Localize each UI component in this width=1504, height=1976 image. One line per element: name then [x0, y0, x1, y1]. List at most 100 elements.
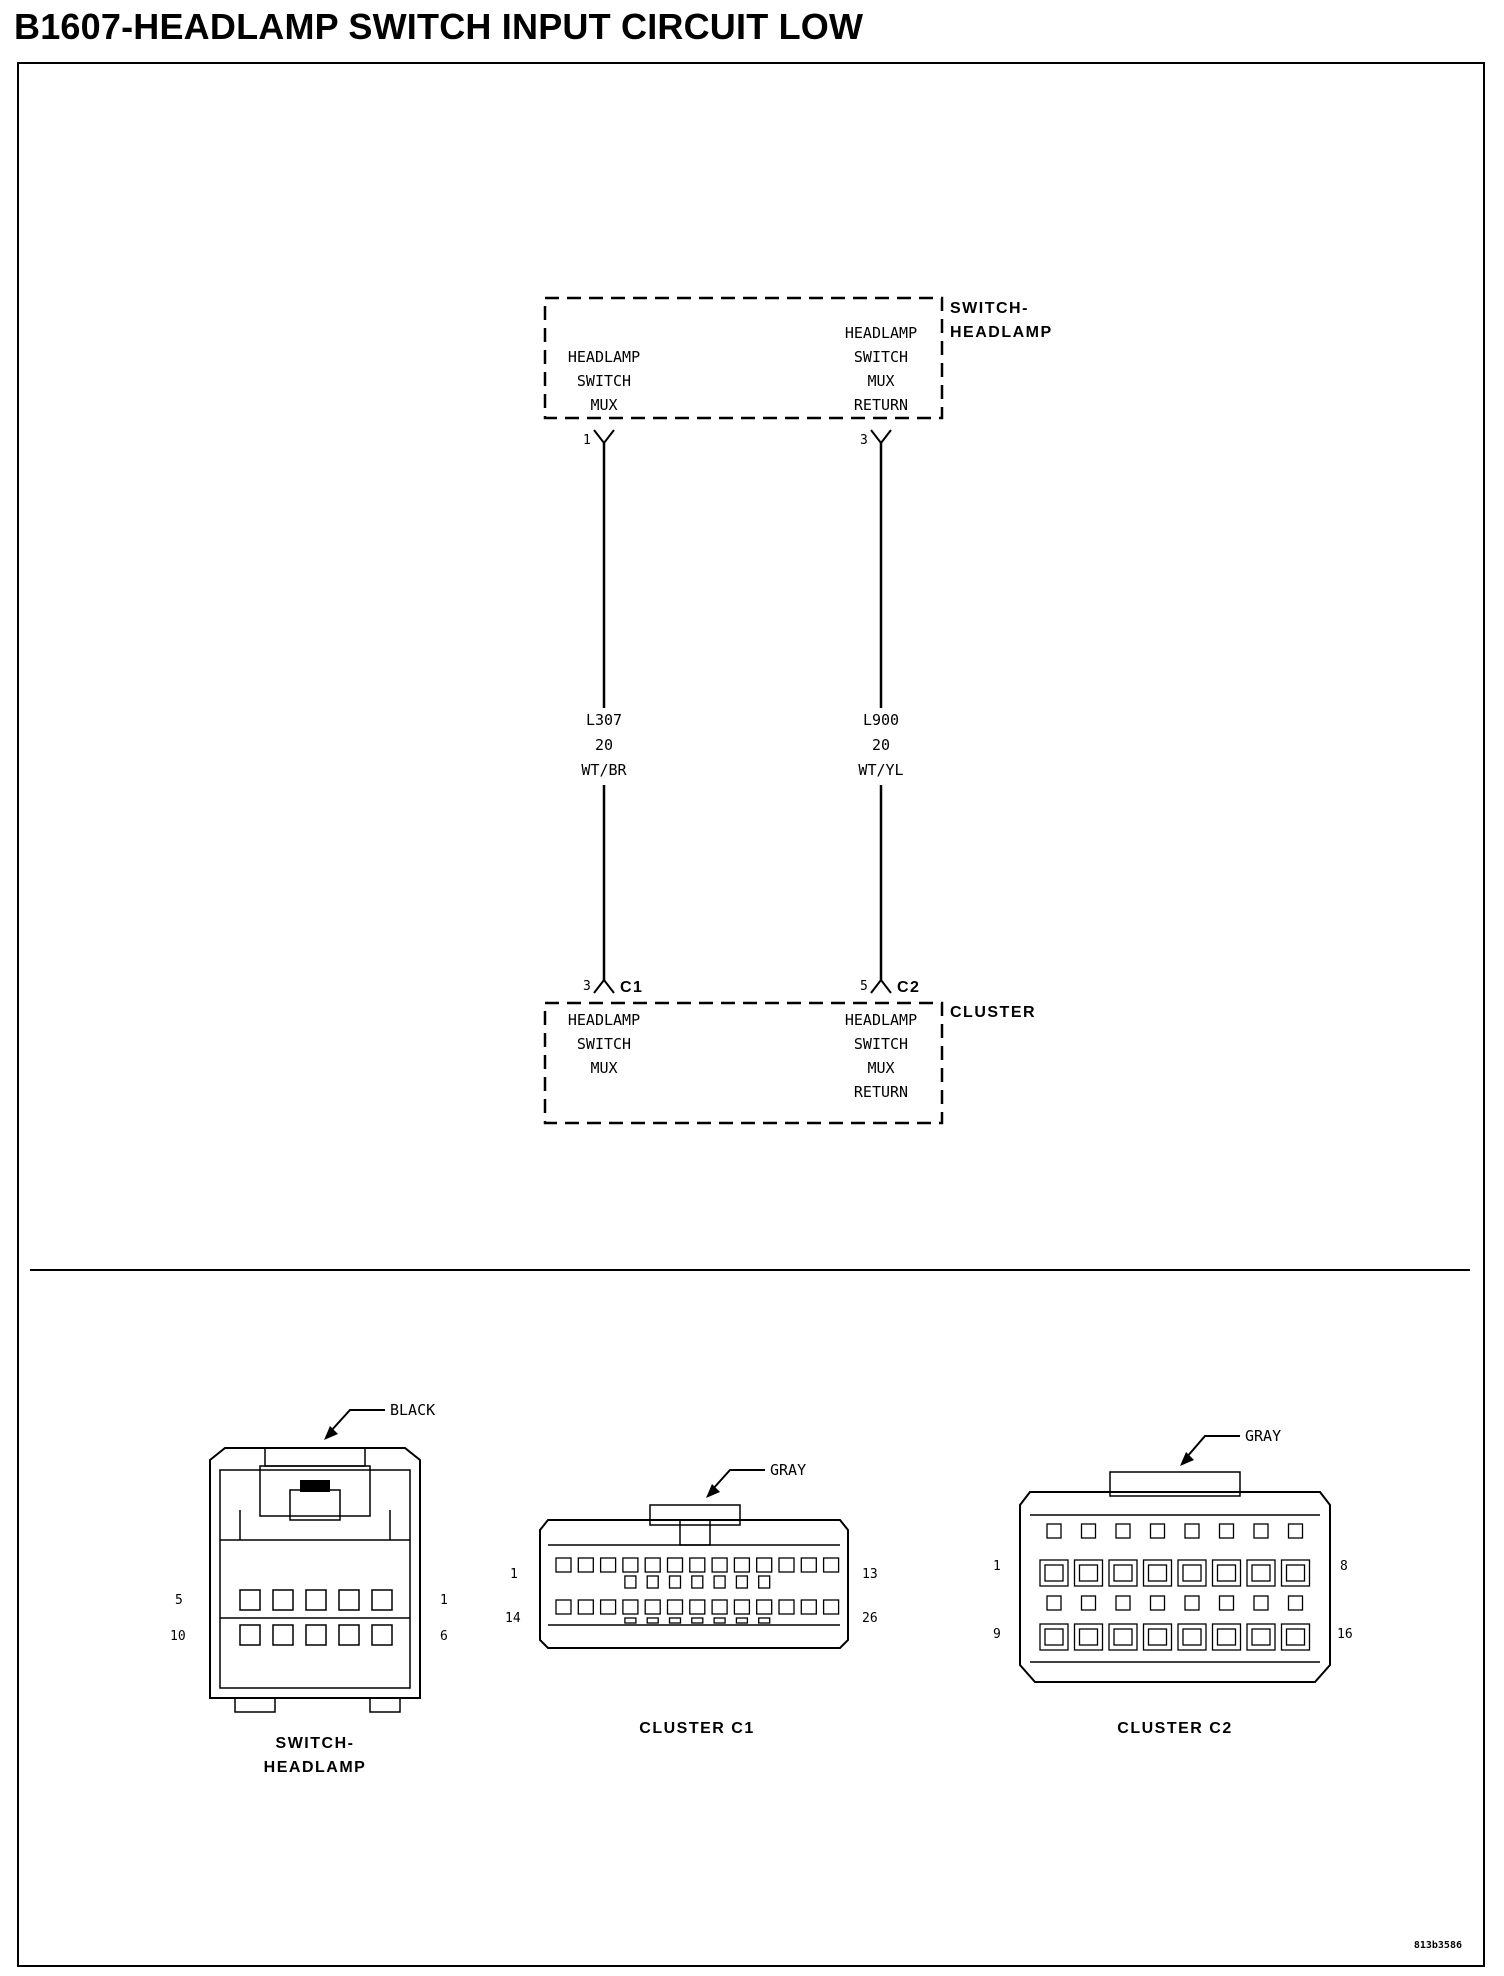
switch-headlamp-name-line1: SWITCH- — [950, 300, 1029, 317]
switch-headlamp-name-line2: HEADLAMP — [950, 324, 1053, 341]
pin-cavity — [1078, 1564, 1099, 1582]
pin-cavity — [1115, 1523, 1131, 1539]
pin-cavity — [1177, 1559, 1207, 1587]
terminal-label: MUX — [590, 1059, 617, 1077]
pin-cavity — [1080, 1523, 1097, 1539]
pin-cavity — [1142, 1559, 1173, 1587]
pin-cavity — [822, 1557, 840, 1573]
pin-cavity — [1108, 1559, 1138, 1587]
pin-cavity — [666, 1599, 684, 1615]
pin-cavity — [1078, 1628, 1099, 1646]
cluster-c1-connector-view: GRAY 1 13 14 26 CLUSTER C1 — [505, 1461, 878, 1737]
pin-cavity — [1285, 1564, 1306, 1582]
page-frame — [17, 62, 1485, 1967]
pin-cavity — [735, 1617, 749, 1624]
pin-cavity — [1039, 1559, 1069, 1587]
pin-cavity — [1218, 1595, 1235, 1611]
pin-cavity — [691, 1575, 704, 1589]
figure-code: 813b3586 — [1414, 1940, 1462, 1951]
terminal-label: HEADLAMP — [845, 324, 917, 342]
terminal-label: MUX — [867, 372, 894, 390]
pin-cavity — [778, 1557, 795, 1573]
pin-cavity — [1280, 1623, 1311, 1651]
pin-cavity — [644, 1557, 661, 1573]
terminal-label: HEADLAMP — [568, 348, 640, 366]
pin-number: 9 — [993, 1627, 1001, 1642]
pin-cavity — [1177, 1623, 1207, 1651]
pin-cavity — [666, 1557, 684, 1573]
pin-cavity — [1216, 1628, 1237, 1646]
pin-cavity — [689, 1557, 706, 1573]
pin-cavity — [624, 1575, 637, 1589]
pin-cavity — [577, 1557, 594, 1573]
terminal-label: HEADLAMP — [845, 1011, 917, 1029]
pin-cavity — [1280, 1559, 1311, 1587]
pin-cavity — [1149, 1595, 1166, 1611]
pin-cavity — [1182, 1628, 1202, 1646]
terminal-label: SWITCH — [577, 372, 631, 390]
terminal-label: SWITCH — [577, 1035, 631, 1053]
pin-cavity — [555, 1557, 572, 1573]
connector-caption: CLUSTER C1 — [639, 1720, 754, 1737]
connector-id: C2 — [897, 979, 920, 996]
pin-cavity — [577, 1599, 594, 1615]
pin-number: 1 — [993, 1559, 1001, 1574]
pin-cavity — [1285, 1628, 1306, 1646]
pin-cavity — [1080, 1595, 1097, 1611]
pin-number: 26 — [862, 1611, 878, 1626]
pin-cavity — [1039, 1623, 1069, 1651]
connector-caption: HEADLAMP — [264, 1759, 367, 1776]
pin-cavity — [1046, 1523, 1062, 1539]
pin-cavity — [1211, 1559, 1242, 1587]
pin-cavity — [711, 1557, 728, 1573]
switch-headlamp-connector-view: BLACK 5 1 10 6 SWITCH- HEADLAMP — [170, 1401, 448, 1776]
connector-caption: CLUSTER C2 — [1117, 1720, 1232, 1737]
connector-id: C1 — [620, 979, 643, 996]
terminal-label: MUX — [867, 1059, 894, 1077]
pin-cavity — [622, 1557, 639, 1573]
pin-cavity — [1251, 1628, 1271, 1646]
pin-number: 14 — [505, 1611, 521, 1626]
pin-cavity — [1108, 1623, 1138, 1651]
pin-cavity — [1216, 1564, 1237, 1582]
pin-cavity — [1211, 1623, 1242, 1651]
pin-number: 8 — [1340, 1559, 1348, 1574]
cluster-component: 3 C1 5 C2 CLUSTER HEADLAMP SWITCH MUX HE… — [543, 978, 1035, 1125]
pin-cavity — [1253, 1595, 1269, 1611]
pin-cavity — [1113, 1564, 1133, 1582]
pin-cavity — [668, 1617, 682, 1624]
connector-caption: SWITCH- — [276, 1735, 355, 1752]
pin-number: 5 — [175, 1593, 183, 1608]
pin-number: 1 — [583, 433, 591, 448]
pin-cavity — [1184, 1595, 1200, 1611]
pin-cavity — [555, 1599, 572, 1615]
pin-number: 13 — [862, 1567, 878, 1582]
pin-cavity — [800, 1599, 817, 1615]
pin-number: 3 — [583, 979, 591, 994]
pin-cavity — [1046, 1595, 1062, 1611]
pin-cavity — [1115, 1595, 1131, 1611]
pin-cavity — [1184, 1523, 1200, 1539]
pin-cavity — [691, 1617, 704, 1624]
pin-cavity — [668, 1575, 682, 1589]
wire-l307: L307 20 WT/BR — [581, 443, 628, 980]
connector-terminal-icon — [593, 978, 615, 994]
cluster-c2-connector-view: GRAY 1 8 9 16 CLUSTER C2 — [993, 1427, 1353, 1737]
pin-cavity — [713, 1617, 726, 1624]
pin-cavity — [644, 1599, 661, 1615]
wire-gauge: 20 — [872, 736, 890, 754]
pin-cavity — [756, 1599, 773, 1615]
pin-cavity — [599, 1599, 617, 1615]
pin-cavity — [756, 1557, 773, 1573]
pin-cavity — [735, 1575, 749, 1589]
terminal-label: RETURN — [854, 396, 908, 414]
connector-terminal-icon — [870, 429, 892, 445]
switch-headlamp-component: SWITCH- HEADLAMP HEADLAMP SWITCH MUX HEA… — [543, 296, 1053, 448]
pin-cavity — [1044, 1564, 1064, 1582]
connector-terminal-icon — [593, 429, 615, 445]
wire-l900: L900 20 WT/YL — [858, 443, 904, 980]
pin-cavity — [1251, 1564, 1271, 1582]
pin-cavity — [1253, 1523, 1269, 1539]
pin-number: 1 — [440, 1593, 448, 1608]
